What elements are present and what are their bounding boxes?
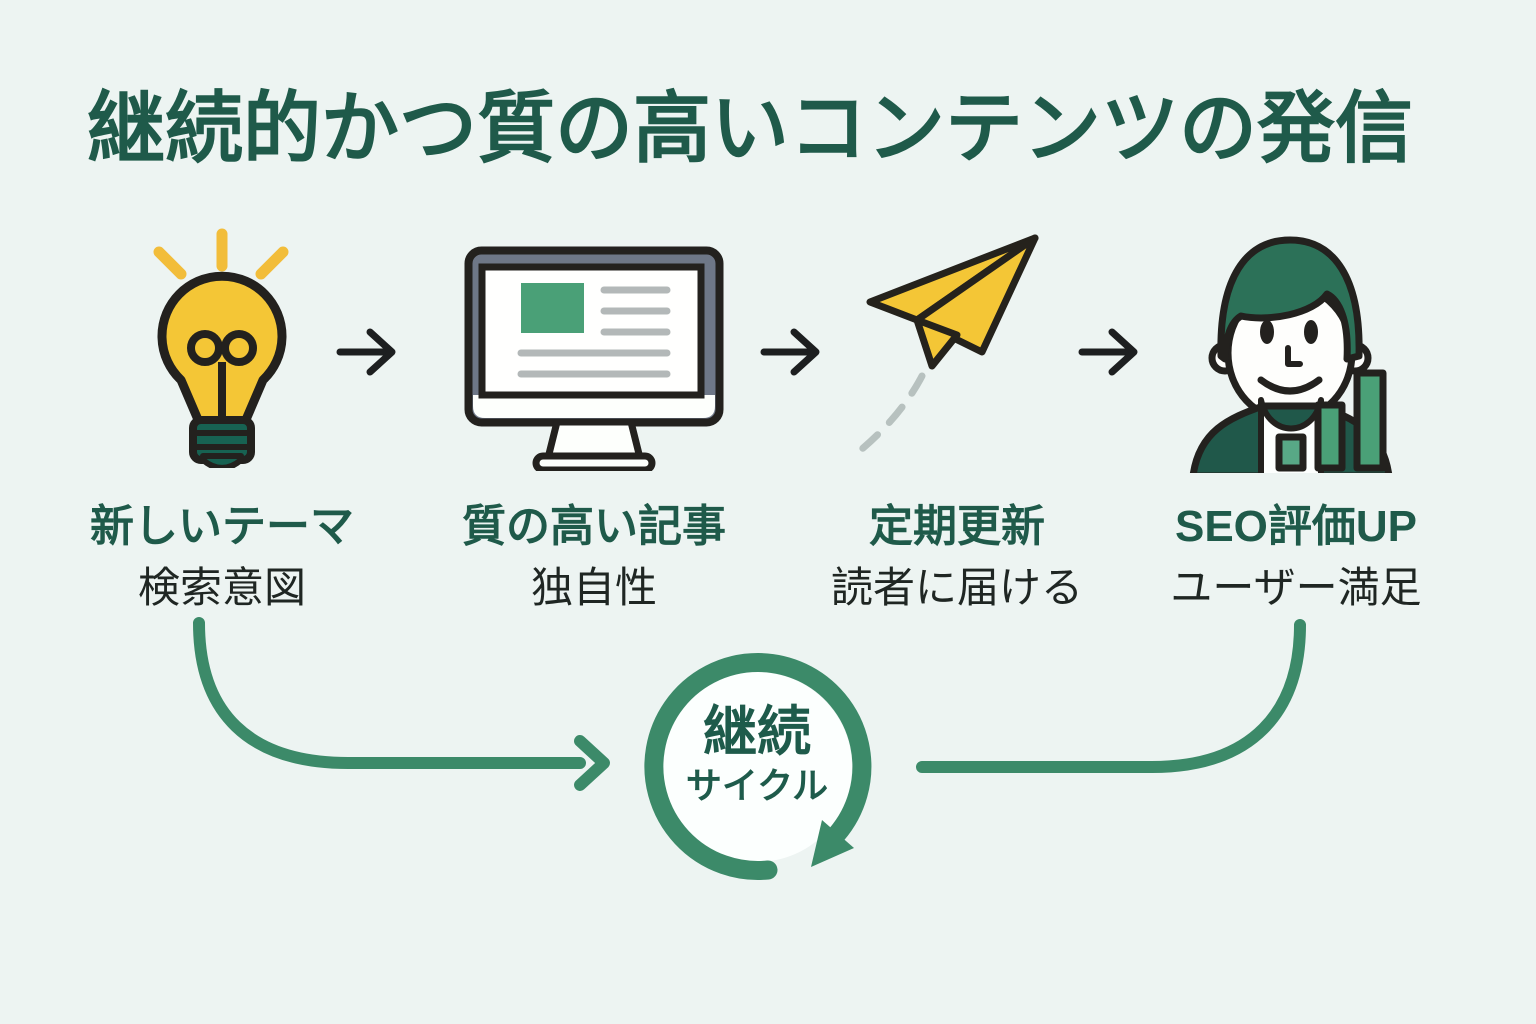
left-connector-arrowhead — [574, 735, 610, 791]
flow-arrow-1 — [336, 328, 396, 376]
step-new-theme: 新しいテーマ 検索意図 — [42, 228, 402, 648]
step-subtext: ユーザー満足 — [1170, 564, 1422, 611]
cycle-badge-line1: 継続 — [703, 702, 811, 762]
step-seo-up: SEO評価UP ユーザー満足 — [1116, 228, 1476, 648]
step-heading: SEO評価UP — [1174, 502, 1418, 551]
page-title: 継続的かつ質の高いコンテンツの発信 — [86, 84, 1413, 172]
paper-plane-icon — [842, 228, 1072, 473]
step-subtext: 検索意図 — [137, 564, 306, 611]
user-chart-icon — [1181, 228, 1411, 487]
step-heading: 質の高い記事 — [462, 502, 726, 551]
step-subtext: 読者に届ける — [830, 564, 1083, 611]
cycle-badge: 継続 サイクル — [637, 704, 877, 806]
step-regular-update: 定期更新 読者に届ける — [777, 228, 1137, 648]
monitor-article-icon — [464, 246, 724, 476]
cycle-badge-line2: サイクル — [685, 765, 829, 806]
flow-arrow-3 — [1078, 328, 1138, 376]
step-heading: 新しいテーマ — [90, 502, 354, 551]
step-subtext: 独自性 — [530, 564, 657, 611]
lightbulb-icon — [137, 228, 307, 473]
step-quality-article: 質の高い記事 独自性 — [414, 228, 774, 648]
flow-arrow-2 — [760, 328, 820, 376]
step-heading: 定期更新 — [869, 502, 1045, 551]
cycle-arrowhead — [811, 820, 854, 867]
